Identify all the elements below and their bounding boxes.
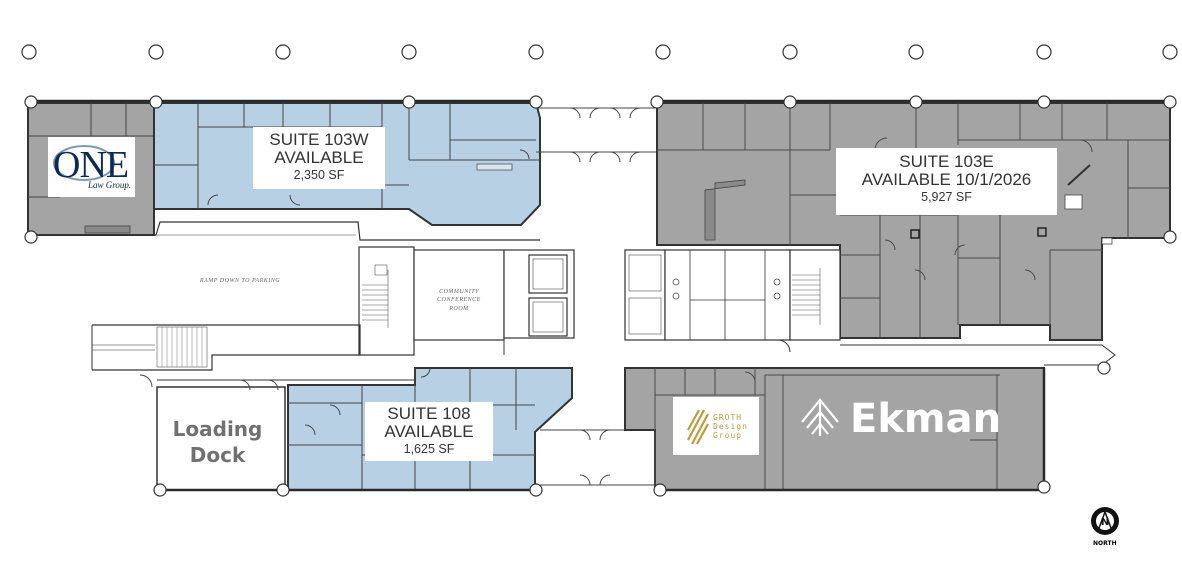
conference-room-label: COMMUNITY CONFERENCE ROOM [420,288,498,313]
suite-title: SUITE 108 [387,404,471,423]
suite-area: 5,927 SF [921,189,972,204]
suite-103e-label: SUITE 103E AVAILABLE 10/1/2026 5,927 SF [836,148,1057,215]
suite-area: 1,625 SF [403,441,455,456]
suite-area: 2,350 SF [293,167,345,182]
groth-logo-icon [686,408,709,446]
groth-logo-text: GROTH Design Group [713,413,748,441]
suite-103w-label: SUITE 103W AVAILABLE 2,350 SF [253,127,385,189]
east-core [624,249,1116,366]
north-label: NORTH [1093,540,1117,547]
suite-title: SUITE 103W [269,130,369,149]
groth-line: Design [713,422,748,432]
conference-line: ROOM [449,305,469,312]
west-core [28,221,575,371]
conference-line: CONFERENCE [437,297,481,304]
suite-108-label: SUITE 108 AVAILABLE 1,625 SF [365,402,493,461]
ekman-logo-icon [801,398,839,436]
loading-line: Dock [189,443,246,467]
groth-line: GROTH [713,413,743,422]
suite-status: AVAILABLE 10/1/2026 [861,169,1032,189]
suite-status: AVAILABLE [274,147,364,167]
column-grid-perimeter [24,95,1177,497]
column-grid-top [21,44,1178,60]
groth-line: Group [713,431,743,441]
one-logo-sub: Law Group. [88,180,132,190]
suite-status: AVAILABLE [384,421,474,441]
one-law-group-logo: ONE Law Group. [48,137,135,197]
suite-title: SUITE 103E [899,152,994,171]
loading-dock-label: Loading Dock [160,416,275,468]
ekman-logo-word: Ekman [850,396,1002,442]
one-logo-word: ONE [53,144,129,186]
vestibule-doors [536,107,657,163]
ramp-label: RAMP DOWN TO PARKING [199,278,281,284]
south-vestibule-doors [540,429,655,486]
groth-design-group-logo [673,397,759,455]
north-letter: N [1101,517,1109,528]
outer-walls [28,99,1170,492]
north-arrow-icon [1091,507,1119,535]
conference-line: COMMUNITY [439,289,479,295]
one-swoosh-icon [53,145,115,181]
loading-line: Loading [172,417,263,441]
